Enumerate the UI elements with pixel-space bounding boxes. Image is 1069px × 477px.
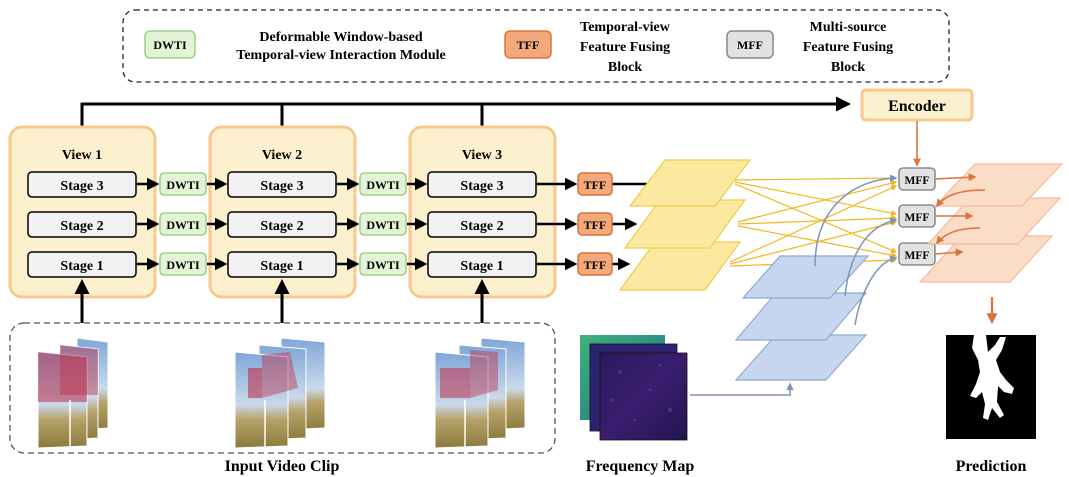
- caption-frequency-map: Frequency Map: [586, 458, 695, 475]
- tff-1: TFF: [577, 252, 613, 276]
- legend-frame: [122, 9, 950, 83]
- fused-plane-3: [628, 159, 752, 207]
- orange-connections: [934, 173, 998, 325]
- encoder-label: Encoder: [888, 98, 946, 115]
- svg-text:TFF: TFF: [584, 178, 607, 192]
- slate-connections: [690, 174, 898, 396]
- view-1-stage-2-label: Stage 2: [60, 219, 103, 234]
- clip-view-3: [434, 337, 526, 449]
- svg-text:DWTI: DWTI: [366, 178, 400, 192]
- encoder-block: [860, 88, 974, 122]
- dwti-1-2: DWTI: [159, 212, 207, 236]
- clip-view-1: [37, 337, 109, 449]
- skip-connections: [80, 96, 851, 127]
- dwti-2-2: DWTI: [359, 212, 407, 236]
- svg-text:MFF: MFF: [905, 175, 930, 187]
- fused-plane-2: [623, 199, 747, 249]
- svg-text:DWTI: DWTI: [166, 218, 200, 232]
- legend-mff-line2: Feature Fusing: [803, 40, 893, 55]
- legend-dwti-line2: Temporal-view Interaction Module: [236, 48, 445, 63]
- fused-feature-planes: [618, 159, 752, 291]
- legend: DWTI Deformable Window-based Temporal-vi…: [122, 9, 950, 83]
- legend-tff-line1: Temporal-view: [580, 20, 671, 35]
- prediction-mask: [946, 335, 1036, 439]
- input-clip-frame: [9, 322, 556, 454]
- view-2-stage-3-label: Stage 3: [260, 179, 303, 194]
- svg-text:MFF: MFF: [905, 212, 930, 224]
- svg-text:MFF: MFF: [905, 250, 930, 262]
- legend-mff-badge: [726, 30, 774, 59]
- decoder-feature-planes: [918, 163, 1064, 283]
- view-3-stage-2-label: Stage 2: [460, 219, 503, 234]
- dwti-1-1: DWTI: [159, 252, 207, 276]
- mff-blocks: MFF MFF MFF: [898, 167, 936, 266]
- legend-mff-line1: Multi-source: [810, 20, 887, 35]
- view-2-stage-1-label: Stage 1: [260, 259, 303, 274]
- legend-dwti-line1: Deformable Window-based: [259, 30, 422, 45]
- view-2-title: View 2: [262, 148, 302, 163]
- view-2: View 2 Stage 3 Stage 2 Stage 1: [208, 125, 357, 299]
- legend-tff-line3: Block: [608, 60, 642, 75]
- view-1-title: View 1: [62, 148, 102, 163]
- dwti-2-1: DWTI: [359, 252, 407, 276]
- legend-dwti-badge: [144, 30, 196, 59]
- caption-prediction: Prediction: [956, 458, 1027, 475]
- legend-mff-badge-text: MFF: [737, 38, 763, 52]
- legend-tff-badge-text: TFF: [517, 38, 540, 52]
- mff-1: MFF: [898, 242, 936, 266]
- input-video-clip: [9, 279, 556, 454]
- frequency-feature-planes: [734, 255, 870, 381]
- freq-plane-2: [734, 292, 868, 341]
- tff-3: TFF: [577, 172, 613, 196]
- prediction-silhouette: [970, 335, 1014, 420]
- gold-connections: [729, 175, 898, 267]
- view-3-stage-1-label: Stage 1: [460, 259, 503, 274]
- frequency-map: [580, 335, 688, 441]
- freq-plane-1: [734, 334, 868, 381]
- svg-text:DWTI: DWTI: [166, 178, 200, 192]
- dwti-blocks: DWTI DWTI DWTI DWTI DWTI DWTI: [136, 172, 428, 276]
- tff-blocks: TFF TFF TFF: [536, 172, 663, 276]
- svg-text:TFF: TFF: [584, 258, 607, 272]
- svg-text:DWTI: DWTI: [166, 258, 200, 272]
- view-1: View 1 Stage 3 Stage 2 Stage 1: [8, 125, 157, 299]
- view-1-stage-3-label: Stage 3: [60, 179, 103, 194]
- mff-2: MFF: [898, 204, 936, 228]
- svg-text:TFF: TFF: [584, 218, 607, 232]
- view-2-stage-2-label: Stage 2: [260, 219, 303, 234]
- caption-input-video-clip: Input Video Clip: [225, 458, 340, 475]
- mff-3: MFF: [898, 167, 936, 191]
- legend-tff-line2: Feature Fusing: [580, 40, 670, 55]
- tff-2: TFF: [577, 212, 613, 236]
- svg-text:DWTI: DWTI: [366, 218, 400, 232]
- freq-map-front: [599, 352, 688, 441]
- view-1-stage-1-label: Stage 1: [60, 259, 103, 274]
- view-3-stage-3-label: Stage 3: [460, 179, 503, 194]
- view-3: View 3 Stage 3 Stage 2 Stage 1: [408, 125, 557, 299]
- legend-tff-badge: [504, 30, 552, 59]
- clip-view-2: [234, 337, 326, 449]
- freq-plane-3: [741, 255, 870, 299]
- dwti-2-3: DWTI: [359, 172, 407, 196]
- legend-dwti-badge-text: DWTI: [153, 38, 187, 52]
- decoder-plane-1: [918, 235, 1054, 283]
- view-3-title: View 3: [462, 148, 502, 163]
- dwti-1-3: DWTI: [159, 172, 207, 196]
- legend-mff-line3: Block: [831, 60, 865, 75]
- decoder-plane-2: [926, 197, 1062, 245]
- fused-plane-1: [618, 241, 742, 291]
- svg-text:DWTI: DWTI: [366, 258, 400, 272]
